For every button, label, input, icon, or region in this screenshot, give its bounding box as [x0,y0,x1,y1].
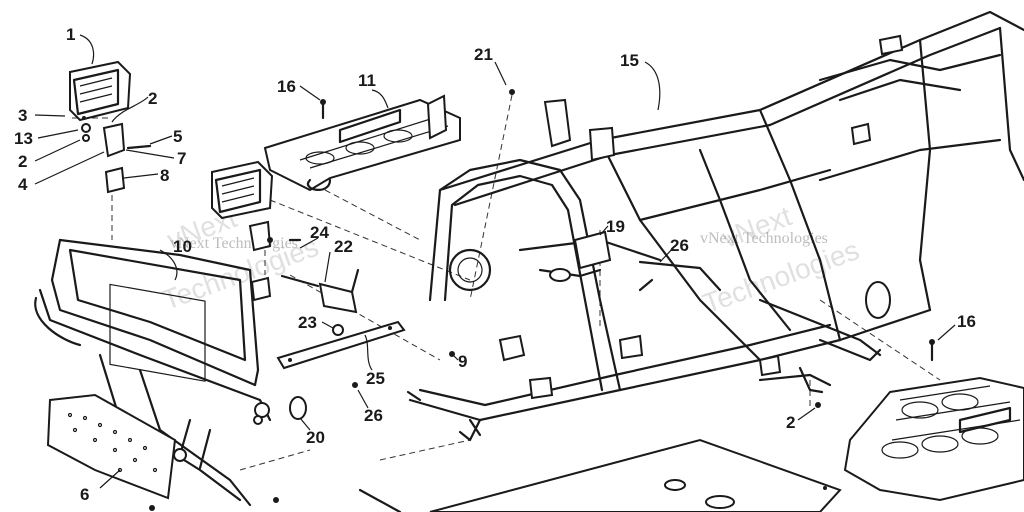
callout-3: 3 [18,106,27,125]
callout-4: 4 [18,175,28,194]
bracket-bar [276,320,406,370]
callout-26-bottom: 26 [364,406,383,425]
callout-25: 25 [366,369,385,388]
callout-26-right: 26 [670,236,689,255]
footrest-left [263,94,461,192]
headlight-center [211,160,320,302]
skid-plate-bottom [358,438,842,512]
callout-23: 23 [298,313,317,332]
callout-24: 24 [310,223,329,242]
callout-19: 19 [606,217,625,236]
callout-16-right: 16 [957,312,976,331]
callout-5: 5 [173,127,182,146]
callout-15: 15 [620,51,639,70]
callout-9: 9 [458,352,467,371]
headlight-left [69,60,152,194]
callout-2-top: 2 [148,89,157,108]
callout-1: 1 [66,25,75,44]
callout-6: 6 [80,485,89,504]
watermark-right-big-b: Technologies [699,234,863,319]
callout-21: 21 [474,45,493,64]
callout-22: 22 [334,237,353,256]
callout-2-right: 2 [786,413,795,432]
plug-cap [289,396,307,420]
footrest-right [843,339,1024,502]
callout-13: 13 [14,129,33,148]
fasteners [149,89,821,511]
callout-11: 11 [358,71,376,90]
leader-lines [34,34,956,489]
callout-2-left: 2 [18,152,27,171]
callout-20: 20 [306,428,325,447]
callout-10: 10 [173,237,192,256]
callout-7: 7 [177,149,186,168]
callout-8: 8 [160,166,169,185]
skid-plate-front [46,393,177,500]
main-frame [406,10,1024,442]
callout-16-top: 16 [277,77,296,96]
callout-labels: 1 2 3 13 2 4 5 7 8 16 11 21 15 10 24 22 … [14,25,976,504]
bracket-small [318,268,360,336]
